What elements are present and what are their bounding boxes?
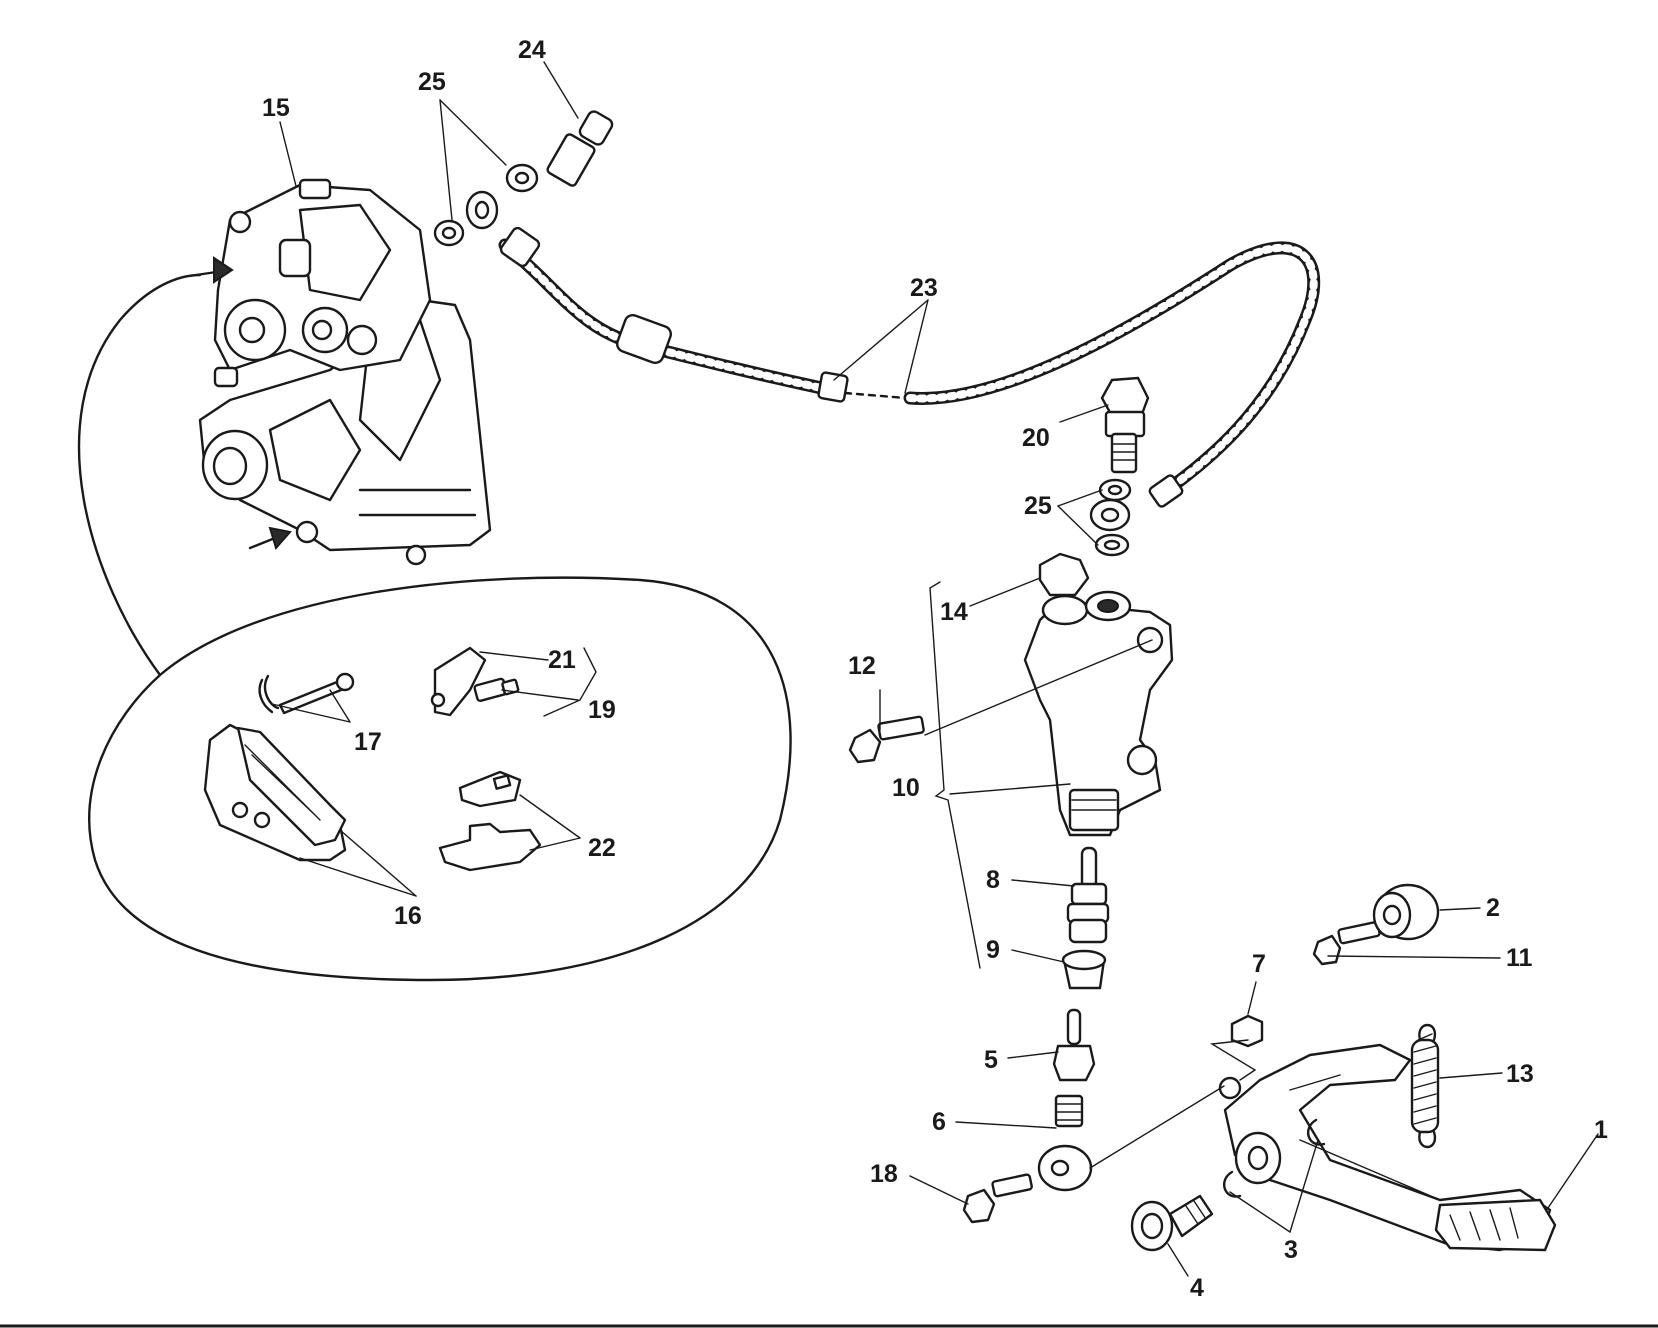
callout-6: 6 — [932, 1108, 946, 1136]
adjuster-nut — [1052, 1008, 1096, 1082]
callout-11: 11 — [1506, 944, 1533, 972]
brake-pads — [203, 723, 347, 862]
callout-12: 12 — [848, 652, 876, 680]
detail-pointer-curve — [77, 273, 202, 677]
callout-7: 7 — [1252, 950, 1266, 978]
pad-retainer-clips — [438, 770, 542, 872]
banjo-bolt-master — [1100, 376, 1150, 474]
pushrod-assembly — [1066, 846, 1110, 944]
callout-9: 9 — [986, 936, 1000, 964]
callout-18: 18 — [870, 1160, 898, 1188]
clevis — [1037, 1094, 1093, 1192]
pad-pin-and-clip — [258, 672, 355, 715]
clevis-bolt-18 — [962, 1173, 1033, 1224]
callout-10: 10 — [892, 774, 920, 802]
callout-25-master: 25 — [1024, 492, 1052, 520]
callout-22: 22 — [588, 834, 616, 862]
callout-1: 1 — [1594, 1116, 1608, 1144]
callout-19: 19 — [588, 696, 616, 724]
brake-caliper-assembly — [194, 178, 492, 566]
detail-oval — [88, 576, 792, 982]
callout-8: 8 — [986, 866, 1000, 894]
callout-20: 20 — [1022, 424, 1050, 452]
callout-numbers: 1 2 3 4 5 6 7 8 9 10 11 12 13 14 15 16 1… — [262, 36, 1608, 1302]
callout-3: 3 — [1284, 1236, 1298, 1264]
brake-pedal — [1218, 1043, 1557, 1252]
callout-23: 23 — [910, 274, 938, 302]
banjo-bolt-caliper — [546, 110, 614, 187]
callout-25-caliper: 25 — [418, 68, 446, 96]
master-cylinder — [1023, 552, 1174, 837]
callout-24: 24 — [518, 36, 546, 64]
callout-16: 16 — [394, 902, 422, 930]
mounting-bolt-12 — [848, 715, 925, 764]
brake-hose — [465, 190, 1321, 532]
rubber-stopper — [1372, 883, 1440, 941]
sealing-washers — [433, 163, 1132, 557]
callout-14: 14 — [940, 598, 968, 626]
lever-nut — [1230, 1014, 1264, 1048]
callout-4: 4 — [1190, 1274, 1204, 1302]
bolt-11 — [1312, 921, 1381, 966]
pad-spring-and-bleeder — [430, 646, 520, 717]
callout-21: 21 — [548, 646, 576, 674]
dust-boot — [1061, 949, 1107, 990]
callout-17: 17 — [354, 728, 382, 756]
callout-2: 2 — [1486, 894, 1500, 922]
leader-lines — [271, 61, 1599, 1277]
callout-5: 5 — [984, 1046, 998, 1074]
callout-15: 15 — [262, 94, 290, 122]
return-spring — [1410, 1023, 1440, 1149]
callout-13: 13 — [1506, 1060, 1534, 1088]
pivot-bolt — [1130, 1194, 1214, 1252]
